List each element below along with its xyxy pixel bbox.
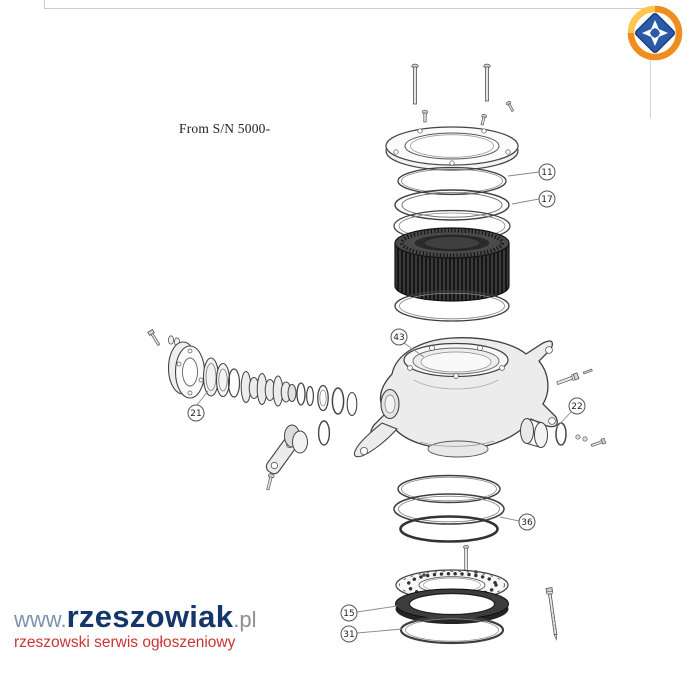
- leader-lines: [196, 171, 572, 634]
- logo-ring-icon: [627, 5, 683, 61]
- watermark-tld: .pl: [233, 607, 257, 632]
- callout-36: 36: [518, 513, 536, 531]
- watermark-tagline: rzeszowski serwis ogłoszeniowy: [14, 634, 236, 651]
- callout-label: 11: [541, 168, 552, 178]
- callout-21: 21: [187, 404, 205, 422]
- toothed-ring: [394, 227, 510, 302]
- page-border-lines: [44, 0, 651, 118]
- watermark-www: www.: [14, 607, 67, 632]
- callout-label: 43: [393, 333, 404, 343]
- logo-diamond-icon: [634, 12, 676, 54]
- o-ring-set-36: [393, 474, 505, 543]
- callout-label: 15: [343, 609, 354, 619]
- callout-11: 11: [538, 163, 556, 181]
- small-screws-top: [421, 101, 515, 126]
- cover-flange: [385, 126, 519, 171]
- gear-housing: [353, 337, 558, 458]
- watermark: www.rzeszowiak.pl rzeszowski serwis ogło…: [14, 601, 257, 651]
- watermark-url: www.rzeszowiak.pl: [14, 601, 257, 632]
- serial-note: From S/N 5000-: [179, 121, 271, 136]
- link-bracket: [265, 420, 331, 491]
- watermark-sitename: rzeszowiak: [66, 599, 234, 634]
- axle-shaft-assembly-21: [147, 328, 358, 417]
- logo-graphic: [627, 5, 683, 61]
- o-ring-under-mesh: [394, 290, 510, 322]
- bearing-stud: [463, 545, 469, 574]
- bushing-cluster-22: [520, 418, 607, 448]
- rubber-ring-15: [395, 588, 509, 624]
- callout-label: 17: [541, 195, 552, 205]
- callout-label: 22: [571, 402, 582, 412]
- top-stud-bolts: [411, 63, 491, 105]
- side-bolt: [556, 368, 593, 386]
- callout-15: 15: [340, 604, 358, 622]
- callout-label: 36: [521, 518, 533, 528]
- ring-31: [399, 615, 505, 645]
- logo-cross-icon: [642, 20, 668, 46]
- callout-17: 17: [538, 190, 556, 208]
- callout-31: 31: [340, 625, 358, 643]
- rzeszowiak-logo: [622, 5, 688, 65]
- callout-43: 43: [390, 328, 408, 346]
- callout-22: 22: [568, 397, 586, 415]
- callout-label: 21: [190, 409, 201, 419]
- long-bolt: [545, 587, 558, 641]
- callout-label: 31: [343, 630, 354, 640]
